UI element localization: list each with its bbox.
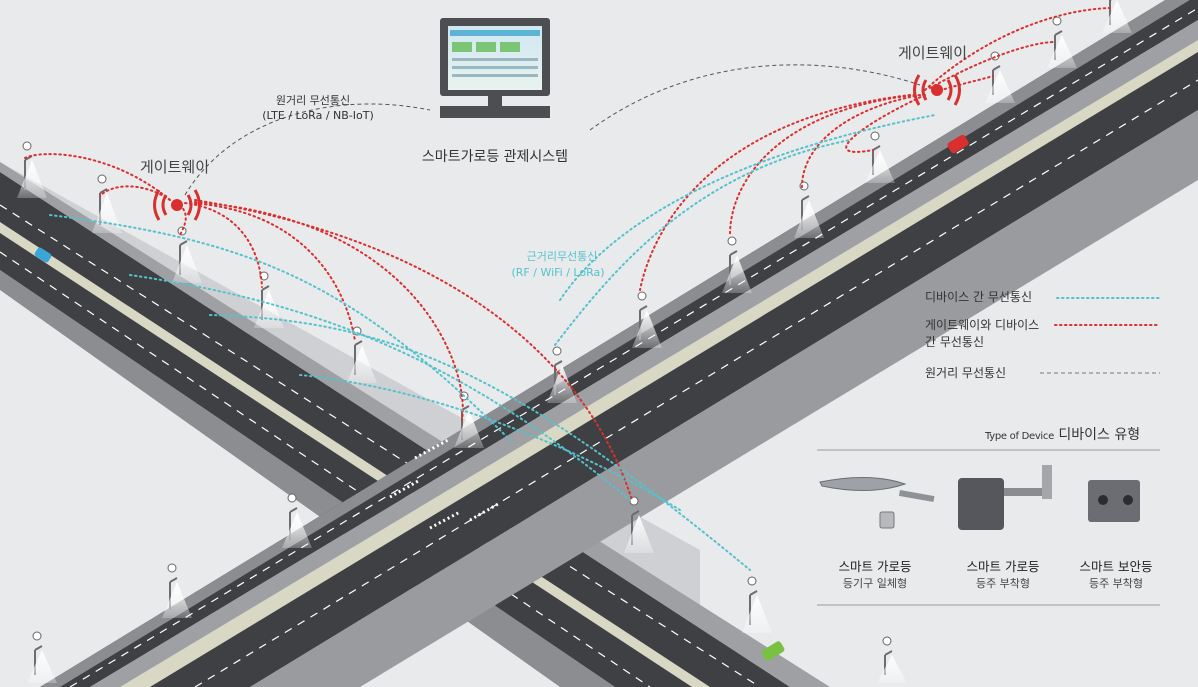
device-1-name: 스마트 가로등 bbox=[838, 559, 912, 574]
road-b bbox=[40, 0, 1198, 687]
gateway-right-label: 게이트웨이 bbox=[898, 44, 968, 62]
streetlamp bbox=[794, 181, 824, 238]
long-range-links bbox=[184, 64, 921, 196]
gateway-left-label: 게이트웨이 bbox=[140, 158, 210, 176]
blue-car bbox=[34, 247, 52, 263]
device-integrated-light-icon bbox=[819, 477, 935, 529]
legend-device-device: 디바이스 간 무선통신 bbox=[925, 290, 1032, 304]
streetlamps bbox=[17, 0, 1132, 683]
system-label: 스마트가로등 관제시스템 bbox=[421, 149, 569, 165]
device-types-title: 디바이스 유형 bbox=[1058, 427, 1141, 443]
streetlamp bbox=[17, 141, 47, 198]
streetlamp bbox=[877, 636, 907, 683]
long-range-label-line1: 원거리 무선통신 bbox=[275, 94, 351, 107]
streetlamp bbox=[162, 563, 192, 618]
streetlamp bbox=[865, 131, 895, 183]
legend-gateway-device-line2: 간 무선통신 bbox=[925, 335, 985, 349]
red-car bbox=[947, 134, 969, 154]
streetlamp bbox=[172, 226, 202, 283]
device-types-heading: Type of Device 디바이스 유형 bbox=[985, 424, 1140, 444]
device-3-name: 스마트 보안등 bbox=[1079, 559, 1153, 574]
streetlamp bbox=[742, 576, 772, 633]
long-range-label-line2: (LTE / LoRa / NB-IoT) bbox=[262, 109, 374, 122]
device-2-name: 스마트 가로등 bbox=[966, 559, 1040, 574]
streetlamp bbox=[722, 236, 752, 293]
device-types-title-small: Type of Device bbox=[985, 431, 1054, 442]
streetlamp bbox=[632, 291, 662, 348]
legend-gateway-device-line1: 게이트웨이와 디바이스 bbox=[925, 318, 1040, 332]
gateway-right-icon bbox=[913, 74, 961, 106]
short-range-label-line1: 근거리무선통신 bbox=[526, 250, 598, 263]
device-1-sub: 등기구 일체형 bbox=[842, 577, 908, 590]
device-pole-mounted-light-icon bbox=[958, 465, 1052, 530]
green-car bbox=[761, 641, 785, 661]
device-device-links bbox=[49, 114, 936, 571]
streetlamp bbox=[985, 51, 1015, 103]
short-range-label-line2: (RF / WiFi / LoRa) bbox=[511, 266, 605, 279]
device-2-sub: 등주 부착형 bbox=[975, 577, 1031, 590]
monitor-icon bbox=[440, 18, 550, 118]
streetlamp bbox=[1102, 0, 1132, 33]
crosswalks bbox=[389, 438, 501, 530]
device-security-light-icon bbox=[1088, 480, 1140, 522]
gateway-left-icon bbox=[153, 189, 201, 221]
legend-long-range: 원거리 무선통신 bbox=[925, 366, 1007, 380]
streetlamp bbox=[27, 631, 57, 683]
streetlamp bbox=[92, 174, 122, 233]
device-3-sub: 등주 부착형 bbox=[1088, 577, 1144, 590]
streetlamp bbox=[282, 493, 312, 548]
